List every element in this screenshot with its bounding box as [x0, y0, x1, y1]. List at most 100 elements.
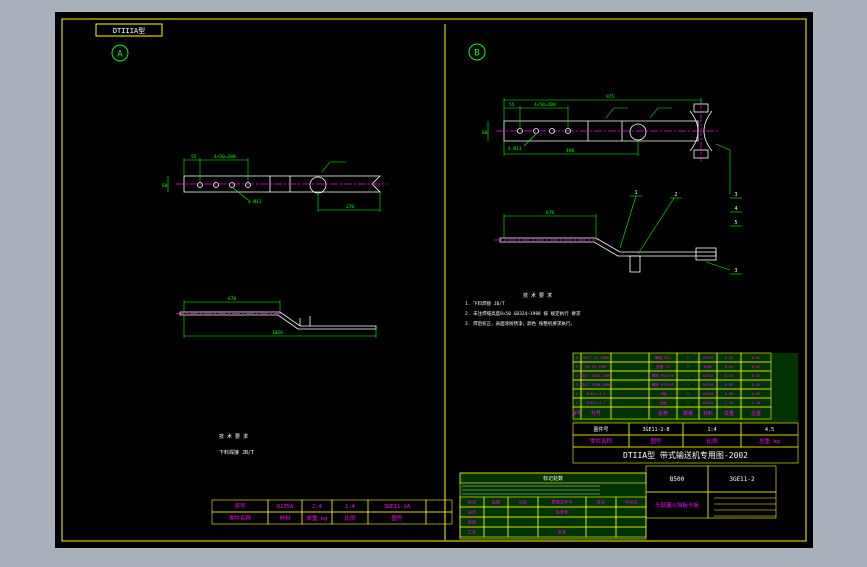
tb-a-row-text: Q235A [277, 504, 294, 510]
rev-fill [459, 472, 647, 540]
view-a-drawing[interactable]: 55 4×50=200 60 4-Ø13 270 670 1020 技 术 要 … [162, 154, 388, 456]
dim-leader [523, 133, 537, 147]
tech-title-a: 技 术 要 求 [219, 433, 248, 440]
parts-row-text: 0.85 [725, 392, 734, 396]
parts-row-text: Q235A [703, 374, 715, 378]
parts-row-text: GB 93-1987 [585, 365, 607, 369]
hole-a-1 [197, 182, 203, 188]
parts-info2-text: 总重 kg [759, 437, 780, 445]
view-b-marker [468, 43, 486, 61]
drawing-border [61, 18, 807, 542]
tb-a-row-text: 序号 [234, 502, 246, 510]
rev-row-text: 审核 [468, 519, 477, 526]
hole-b-4 [565, 128, 571, 134]
parts-row-text: 1 [687, 374, 689, 378]
dim-label: 4×50=200 [214, 154, 236, 160]
parts-row-text: 3 [576, 383, 578, 387]
parts-header-text: 单重 [724, 410, 734, 417]
bracket-b [629, 255, 641, 273]
parts-row-text: 螺栓 M12×45 [652, 382, 674, 387]
rev-row-text: 处数 [492, 499, 501, 506]
tb-a-row-text: 3GE11-2A [384, 504, 411, 510]
rev-row-cell [615, 526, 647, 538]
parts-info2-text: 图号 [650, 437, 662, 445]
leader-number: 3 [734, 192, 737, 198]
hole-b-1 [517, 128, 523, 134]
parts-row-text: 0.02 [725, 356, 734, 360]
parts-info-text: 4.5 [765, 427, 774, 433]
tb-a-row-text: 零件名称 [229, 514, 252, 522]
revision-table[interactable]: 标记处数标记处数分区更改文件号签名年月日设计标准化审核工艺批准 [459, 472, 647, 540]
parts-row-text: 0.85 [752, 392, 761, 396]
parts-row-text: GB/T 5780-2000 [581, 374, 611, 378]
parts-row-text: 0.07 [752, 374, 761, 378]
leader-3 [705, 261, 731, 271]
code-label-box [95, 23, 163, 37]
parts-row-text: 3GE11-2-1 [586, 392, 605, 396]
dim-label: 55 [191, 154, 197, 160]
parts-row-text: 6 [576, 356, 578, 360]
parts-row-text: 卡板 [659, 391, 667, 396]
hole-a-2 [213, 182, 219, 188]
main-name-text: 头部漏斗挡板卡板 [655, 501, 700, 509]
hole-a-4 [245, 182, 251, 188]
leader-b [715, 143, 731, 194]
parts-row-text: 1.10 [725, 401, 734, 405]
rev-row-text: 签名 [597, 499, 605, 506]
parts-row-text: 0.07 [725, 374, 734, 378]
dim-label: 270 [346, 204, 354, 210]
parts-header-text: 总重 [751, 410, 761, 417]
tb-a-row-text: 材料 [279, 514, 291, 522]
parts-header-text: 数量 [683, 410, 693, 417]
parts-row-text: Q235A [703, 356, 715, 360]
tb-a-row-text: 比例 [344, 514, 356, 522]
main-title-text: B500 [670, 476, 685, 483]
parts-header-text: 序号 [572, 410, 582, 417]
parts-row-text: Q235A [703, 392, 715, 396]
parts-row-text: 2 [687, 356, 689, 360]
leader-number: 3 [734, 268, 737, 274]
weld-leader [605, 107, 628, 119]
parts-row-text: 2 [576, 392, 578, 396]
dim-label: 4-Ø13 [508, 145, 522, 152]
rev-row-text: 批准 [558, 529, 566, 536]
parts-row-text: 垫圈 12 [656, 364, 670, 369]
dim-label: 55 [509, 102, 515, 108]
clamp-side-b [695, 247, 717, 261]
parts-title-text: DTIIA型 带式输送机专用图-2002 [623, 450, 748, 460]
parts-row-text: 支板 [659, 400, 667, 405]
dim-label: 490 [566, 148, 574, 154]
parts-header-text: 名称 [658, 410, 668, 417]
parts-row-text: 1 [687, 383, 689, 387]
parts-row-text: 螺栓 M12×70 [652, 373, 674, 378]
rev-row-text: 设计 [468, 509, 476, 516]
plate-b-outline [503, 120, 699, 142]
view-a-label: A [117, 50, 123, 60]
parts-header-text: 代号 [591, 410, 601, 417]
rev-row-text: 分区 [519, 499, 527, 506]
leader-number: 4 [734, 206, 737, 212]
leader-2 [637, 197, 675, 255]
parts-row-text: 0.02 [752, 365, 761, 369]
rev-title-cell [459, 472, 647, 484]
big-hole-b [629, 123, 647, 141]
dim-label: 4-Ø13 [248, 198, 262, 205]
main-title-text: 3GE11-2 [729, 476, 755, 483]
parts-info2-text: 比例 [706, 437, 718, 445]
parts-row-text: 0.04 [752, 356, 761, 360]
parts-title-cell [572, 446, 799, 464]
tech-note-b: 2. 未注焊缝高度8×50 GB324—1988 按 规定执行 要求 [465, 310, 581, 317]
parts-row-text: 0.01 [725, 365, 734, 369]
leader-number: 2 [674, 192, 677, 198]
rev-row-text: 更改文件号 [552, 499, 573, 506]
parts-row-text: 2 [687, 365, 689, 369]
dim-label: 1020 [272, 330, 283, 336]
parts-row-text: 1 [687, 392, 689, 396]
dim-label: 670 [228, 296, 236, 302]
rev-title-text: 标记处数 [543, 475, 563, 482]
